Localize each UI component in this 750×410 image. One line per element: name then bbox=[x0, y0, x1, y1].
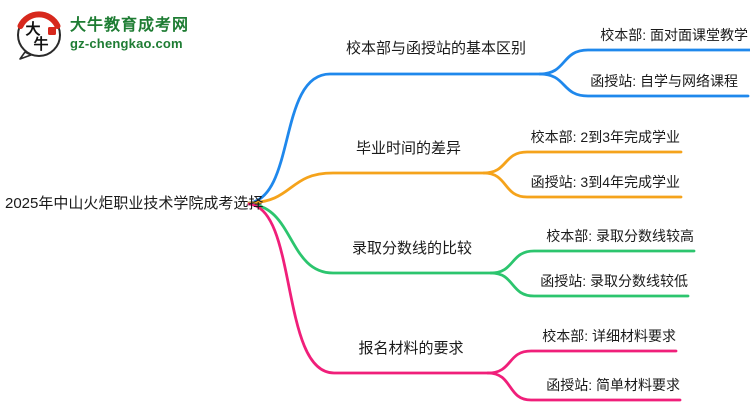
leaf-line-2-1 bbox=[489, 271, 690, 298]
branch-line-0 bbox=[247, 72, 542, 205]
leaf-label-0-1: 函授站: 自学与网络课程 bbox=[590, 73, 738, 89]
root-node-label: 2025年中山火炬职业技术学院成考选择 bbox=[5, 195, 264, 212]
leaf-label-0-0: 校本部: 面对面课堂教学 bbox=[600, 27, 748, 43]
branch-label-2: 录取分数线的比较 bbox=[351, 240, 472, 257]
logo-char-bottom: 牛 bbox=[33, 35, 48, 53]
leaf-label-2-1: 函授站: 录取分数线较低 bbox=[540, 273, 688, 289]
leaf-label-1-0: 校本部: 2到3年完成学业 bbox=[530, 129, 680, 145]
leaf-line-3-1 bbox=[486, 371, 682, 402]
logo-title: 大牛教育成考网 bbox=[70, 17, 190, 34]
leaf-line-1-0 bbox=[482, 150, 683, 175]
leaf-label-3-1: 函授站: 简单材料要求 bbox=[546, 377, 680, 393]
leaf-line-2-0 bbox=[489, 249, 696, 275]
leaf-line-0-1 bbox=[538, 72, 750, 98]
logo-domain: gz-chengkao.com bbox=[70, 36, 183, 51]
leaf-line-0-0 bbox=[538, 48, 750, 76]
branch-line-3 bbox=[247, 202, 490, 375]
daniu-logo-icon: 大 牛 bbox=[17, 11, 61, 60]
branch-label-0: 校本部与函授站的基本区别 bbox=[345, 40, 526, 57]
leaf-line-3-0 bbox=[486, 349, 678, 375]
logo-char-top: 大 bbox=[25, 20, 40, 38]
leaf-label-2-0: 校本部: 录取分数线较高 bbox=[546, 228, 694, 244]
branch-label-1: 毕业时间的差异 bbox=[355, 140, 461, 157]
site-logo[interactable]: 大 牛 大牛教育成考网 gz-chengkao.com bbox=[14, 8, 189, 60]
leaf-label-1-1: 函授站: 3到4年完成学业 bbox=[530, 174, 680, 190]
branch-line-1 bbox=[247, 171, 486, 205]
leaf-label-3-0: 校本部: 详细材料要求 bbox=[542, 328, 676, 344]
branch-line-2 bbox=[247, 202, 493, 275]
leaf-line-1-1 bbox=[482, 171, 683, 199]
branch-label-3: 报名材料的要求 bbox=[358, 340, 464, 357]
